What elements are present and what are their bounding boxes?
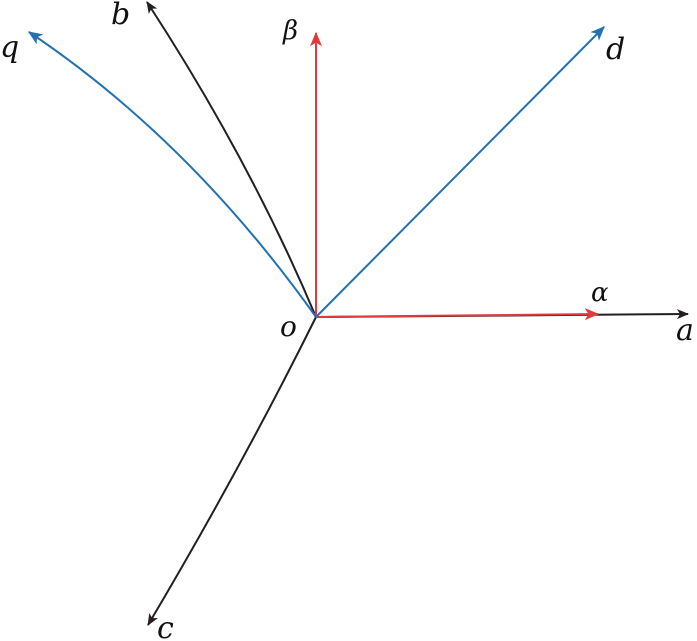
axis-d-line xyxy=(315,26,605,318)
axis-c-label: c xyxy=(157,611,174,641)
axis-alpha-label: α xyxy=(591,278,609,308)
axis-c-line xyxy=(147,316,317,626)
axis-b-line xyxy=(146,1,317,318)
axis-q-label: q xyxy=(0,30,19,65)
axis-d-label: d xyxy=(606,32,625,67)
origin-label: o xyxy=(280,310,297,343)
axis-q-line xyxy=(28,31,317,318)
axis-b-label: b xyxy=(111,0,130,32)
axis-beta-label: β xyxy=(282,16,298,46)
axis-alpha-line xyxy=(315,308,600,321)
axis-a-label: a xyxy=(676,313,694,348)
